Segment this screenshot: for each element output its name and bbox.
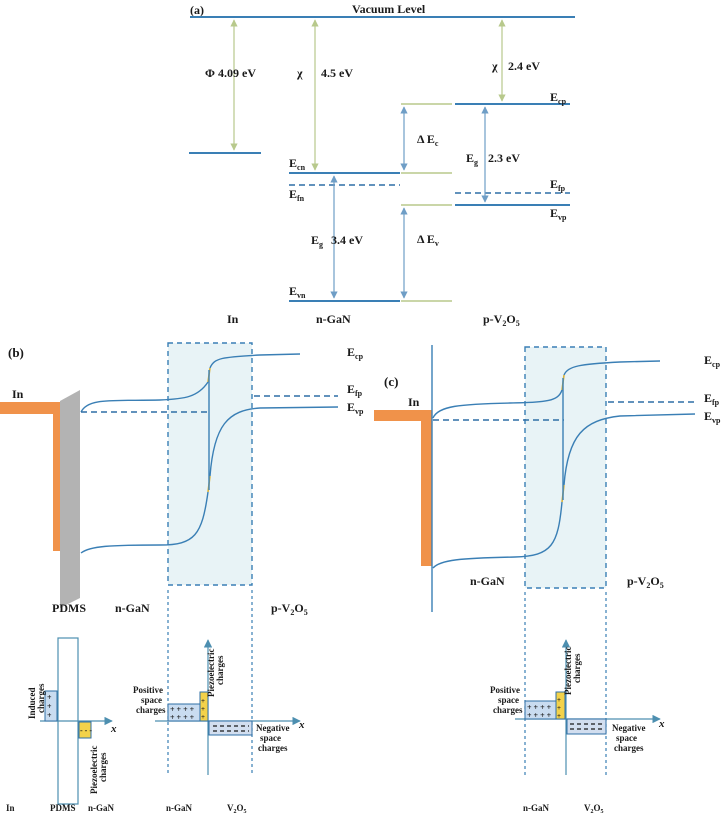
positive-plus-b: + + + + (170, 705, 195, 714)
induced-plus-3: + (47, 711, 52, 720)
ev-curve-c-right (563, 413, 696, 486)
piezo-plus-b: + (201, 697, 205, 705)
material-gan: n-GaN (316, 312, 351, 326)
efp-label-b: Efp (347, 382, 363, 398)
piezo-plus-b-2: + (201, 705, 205, 713)
piezo-minus-left: - - - (80, 726, 92, 735)
x-label-b: x (298, 719, 305, 731)
panel-a-label: (a) (190, 3, 204, 17)
phi-value: 4.09 eV (218, 66, 256, 80)
depletion-box-b (167, 342, 253, 586)
chi-gan-value: 4.5 eV (321, 66, 353, 80)
piezo-label-b: Piezoelectriccharges (206, 649, 225, 697)
pdms-label: PDMS (52, 601, 86, 615)
evp-label-c: Evp (704, 409, 721, 425)
in-label-c: In (408, 395, 420, 409)
piezo-label-left: Piezoelectriccharges (89, 746, 108, 794)
piezo-plus-c-2: + (557, 704, 561, 712)
piezo-block-b (199, 691, 209, 722)
in-metal-b (0, 402, 65, 551)
vacuum-level-label: Vacuum Level (352, 2, 426, 16)
ec-curve-b-left (80, 381, 209, 413)
induced-charge-block (44, 690, 58, 722)
efp-label-c: Efp (704, 391, 720, 407)
ev-curve-b-left (80, 491, 209, 554)
chi-v2o5-value: 2.4 eV (508, 59, 540, 73)
gan-label-c: n-GaN (470, 574, 505, 588)
bottom-in: In (6, 803, 15, 813)
induced-plus-1: + (47, 693, 52, 702)
evp-label: Evp (550, 206, 567, 222)
v2o5-label-c: p-V2O5 (627, 574, 664, 590)
delta-ev-label: Δ Ev (417, 232, 439, 248)
panel-a: (a) Vacuum Level Φ 4.09 eV χ 4.5 eV Ecn … (189, 2, 575, 328)
piezo-charge-block-left (78, 721, 92, 739)
ev-curve-b-right (209, 406, 339, 477)
material-in: In (227, 312, 239, 326)
pdms-slab (60, 390, 80, 608)
panel-b-label: (b) (8, 345, 24, 360)
ev-curve-c-left (432, 501, 563, 569)
in-label-b: In (12, 387, 24, 401)
evn-label: Evn (289, 284, 306, 300)
panel-c-label: (c) (384, 374, 398, 389)
chi-gan-symbol: χ (296, 66, 303, 80)
panel-b: (b) In Ecp Efp Evp PDMS n-GaN p-V2O5 x +… (0, 342, 364, 815)
efp-label: Efp (550, 177, 566, 193)
delta-ec-label: Δ Ec (417, 132, 439, 148)
induced-charges-label: Inducedcharges (27, 683, 46, 719)
piezo-plus-c-3: + (557, 712, 561, 720)
phi-symbol: Φ (205, 66, 215, 80)
piezo-plus-c: + (557, 696, 561, 704)
positive-plus-b-2: + + + + (170, 713, 195, 722)
bottom-v2o5-b: V2O5 (227, 803, 247, 815)
x-label-c: x (658, 718, 665, 730)
ec-curve-b-right (209, 353, 301, 369)
bottom-gan-c: n-GaN (523, 803, 550, 813)
positive-plus-c-2: + + + + (527, 711, 552, 720)
gan-label-b: n-GaN (115, 601, 150, 615)
positive-plus-c: + + + + (527, 703, 552, 712)
ecp-label: Ecp (550, 90, 567, 106)
induced-plus-2: + (47, 702, 52, 711)
ecp-label-c: Ecp (704, 353, 721, 369)
ecn-label: Ecn (289, 156, 306, 172)
in-metal-c (374, 410, 432, 566)
piezo-label-c: Piezoelectriccharges (563, 647, 582, 695)
ec-curve-c-right (563, 360, 661, 376)
negative-space-charge-c (566, 718, 607, 735)
material-v2o5: p-V2O5 (483, 312, 520, 328)
bottom-gan-left: n-GaN (88, 803, 115, 813)
chi-v2o5-symbol: χ (491, 59, 498, 73)
x-label-left: x (110, 723, 117, 735)
bottom-pdms: PDMS (50, 803, 76, 813)
negative-space-charge-b (208, 720, 253, 736)
evp-label-b: Evp (347, 400, 364, 416)
bottom-gan-b: n-GaN (166, 803, 193, 813)
bottom-v2o5-c: V2O5 (584, 803, 604, 815)
piezo-plus-b-3: + (201, 713, 205, 721)
ecp-label-b: Ecp (347, 345, 364, 361)
ec-curve-c-left (432, 389, 563, 419)
panel-c: (c) In Ecp Efp Evp n-GaN p-V2O5 x + + + … (374, 345, 721, 815)
efn-label: Efn (289, 187, 305, 203)
v2o5-label-b: p-V2O5 (271, 601, 308, 617)
piezo-block-c (555, 691, 566, 720)
